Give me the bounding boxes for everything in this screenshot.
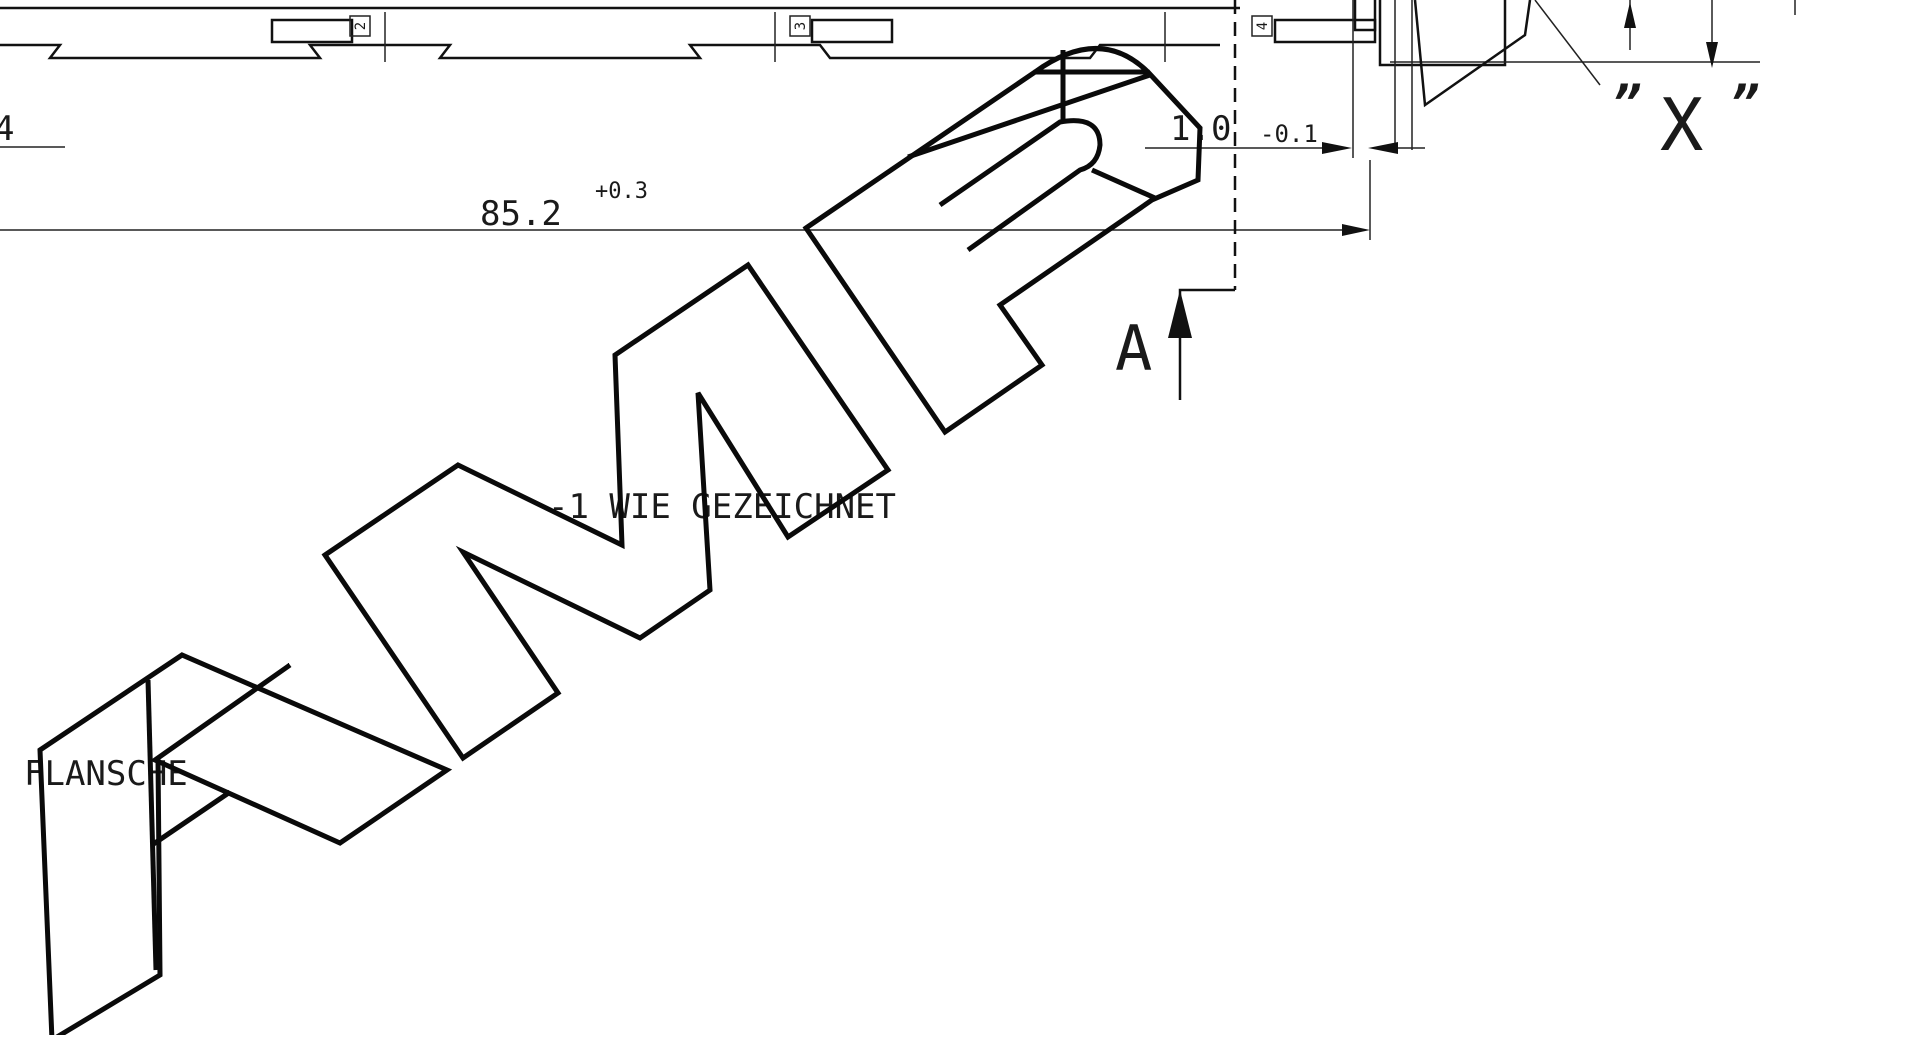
detail-marker-label: X [1660, 83, 1703, 167]
position-number-label: 4 [1255, 22, 1271, 30]
note-variant: -1 WIE GEZEICHNET [548, 487, 896, 527]
detail-quote-left: ” [1612, 76, 1641, 132]
note-flange: FLANSCHE [24, 754, 188, 794]
position-number-2: 2 [349, 15, 371, 37]
dimension-partial-left: 4 [0, 109, 65, 149]
dimension-value: 85.2 [480, 194, 562, 234]
part-outline [0, 0, 1760, 150]
dimension-tolerance: +0.3 [595, 179, 648, 204]
dimension-value: 4 [0, 109, 14, 149]
dimension-vertical-right [1624, 0, 1796, 68]
section-marker-label: A [1115, 312, 1152, 385]
watermark-logo [37, 46, 1203, 1040]
detail-marker-x: ” X ” [1612, 76, 1759, 167]
watermark-letter-m [321, 261, 892, 762]
position-number-4: 4 [1251, 15, 1273, 37]
dimension-gap: 1.0 -0.1 [1145, 0, 1425, 158]
watermark-letter-a [37, 652, 453, 1040]
position-number-label: 3 [793, 22, 809, 30]
dimension-tolerance: -0.1 [1260, 120, 1318, 148]
dimension-overall-length: 85.2 +0.3 [0, 160, 1371, 240]
watermark-letter-p [802, 46, 1203, 436]
position-number-label: 2 [353, 22, 369, 30]
section-line-a: A [1115, 0, 1237, 400]
position-number-3: 3 [789, 15, 811, 37]
detail-quote-right: ” [1730, 76, 1759, 132]
